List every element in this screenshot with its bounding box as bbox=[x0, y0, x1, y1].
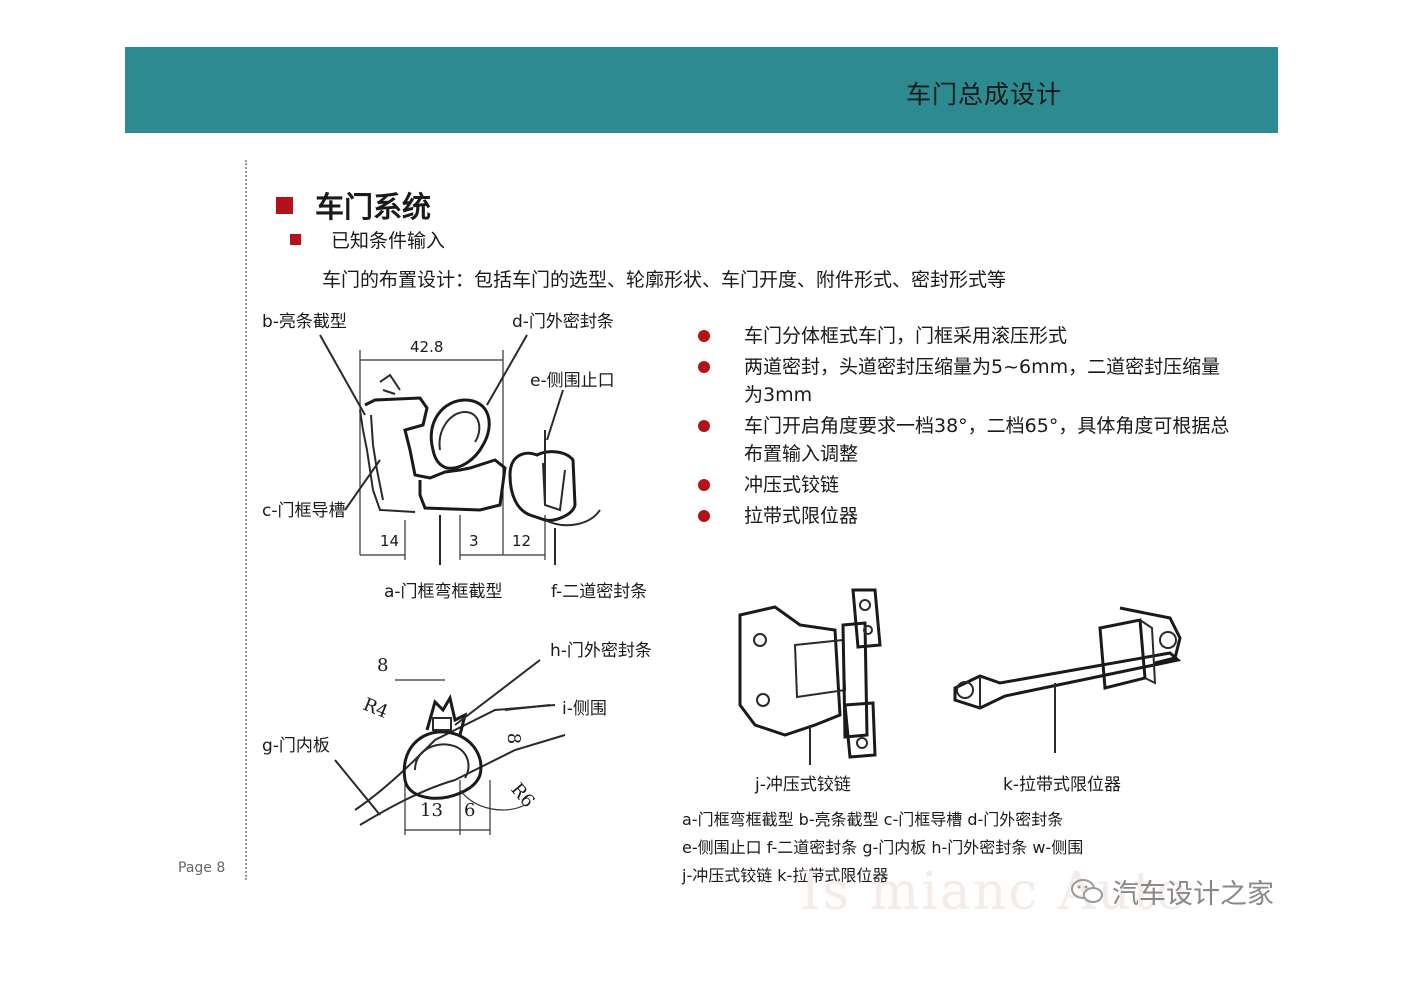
intro-text: 车门的布置设计：包括车门的选型、轮廓形状、车门开度、附件形式、密封形式等 bbox=[322, 269, 1007, 291]
dimension-42-8: 42.8 bbox=[410, 338, 444, 356]
dot-bullet-icon bbox=[698, 420, 710, 432]
dimension-8-side: 8 bbox=[503, 732, 525, 745]
square-bullet-icon bbox=[276, 196, 293, 214]
list-item: 车门分体框式车门，门框采用滚压形式 bbox=[698, 322, 1238, 350]
square-bullet-icon bbox=[290, 234, 301, 245]
dimension-12: 12 bbox=[512, 532, 532, 550]
list-item: 拉带式限位器 bbox=[698, 502, 1238, 530]
header-title: 车门总成设计 bbox=[905, 80, 1062, 109]
brand-text: 汽车设计之家 bbox=[1112, 879, 1274, 910]
list-item: 冲压式铰链 bbox=[698, 471, 1238, 499]
dimension-3: 3 bbox=[469, 532, 479, 550]
label-h: h-门外密封条 bbox=[550, 641, 652, 661]
section-title-text: 车门系统 bbox=[315, 190, 432, 224]
label-e: e-侧围止口 bbox=[530, 371, 615, 391]
list-item: 两道密封，头道密封压缩量为5~6mm，二道密封压缩量为3mm bbox=[698, 353, 1238, 409]
label-i: i-侧围 bbox=[562, 699, 607, 719]
dot-bullet-icon bbox=[698, 361, 710, 373]
door-frame-section-drawing bbox=[319, 334, 601, 565]
margin-divider bbox=[245, 160, 247, 880]
dot-bullet-icon bbox=[698, 330, 710, 342]
requirements-list: 车门分体框式车门，门框采用滚压形式 两道密封，头道密封压缩量为5~6mm，二道密… bbox=[698, 322, 1238, 533]
wechat-icon bbox=[1071, 878, 1103, 903]
legend-line: a-门框弯框截型 b-亮条截型 c-门框导槽 d-门外密封条 bbox=[682, 810, 1064, 829]
legend-line: e-侧围止口 f-二道密封条 g-门内板 h-门外密封条 w-侧围 bbox=[682, 838, 1084, 857]
section-title: 车门系统 bbox=[276, 184, 431, 226]
dot-bullet-icon bbox=[698, 510, 710, 522]
page-number: Page 8 bbox=[178, 860, 226, 876]
legend: a-门框弯框截型 b-亮条截型 c-门框导槽 d-门外密封条 e-侧围止口 f-… bbox=[682, 806, 1083, 890]
label-k: k-拉带式限位器 bbox=[1003, 775, 1121, 795]
faint-watermark: Is mianc Auto bbox=[800, 862, 1190, 922]
label-j: j-冲压式铰链 bbox=[755, 775, 851, 795]
list-item: 车门开启角度要求一档38°，二档65°，具体角度可根据总布置输入调整 bbox=[698, 412, 1238, 468]
label-c: c-门框导槽 bbox=[262, 501, 346, 521]
sub-title-text: 已知条件输入 bbox=[331, 230, 446, 252]
stamped-hinge-drawing bbox=[738, 588, 882, 765]
label-f: f-二道密封条 bbox=[551, 582, 648, 602]
dimension-13: 13 bbox=[420, 800, 443, 821]
brand-watermark: 汽车设计之家 bbox=[1070, 872, 1274, 911]
legend-line: j-冲压式铰链 k-拉带式限位器 bbox=[682, 866, 889, 885]
dimension-6: 6 bbox=[464, 800, 476, 821]
header-bar: 车门总成设计 bbox=[125, 47, 1278, 133]
dot-bullet-icon bbox=[698, 479, 710, 491]
dimension-14: 14 bbox=[380, 532, 400, 550]
sub-title: 已知条件输入 bbox=[290, 226, 445, 253]
label-g: g-门内板 bbox=[262, 736, 330, 756]
outer-seal-section-drawing bbox=[334, 659, 566, 835]
label-a: a-门框弯框截型 bbox=[384, 582, 503, 602]
label-d: d-门外密封条 bbox=[512, 312, 614, 332]
label-b: b-亮条截型 bbox=[262, 312, 347, 332]
dimension-8-top: 8 bbox=[377, 655, 389, 676]
strap-check-drawing bbox=[953, 606, 1182, 753]
